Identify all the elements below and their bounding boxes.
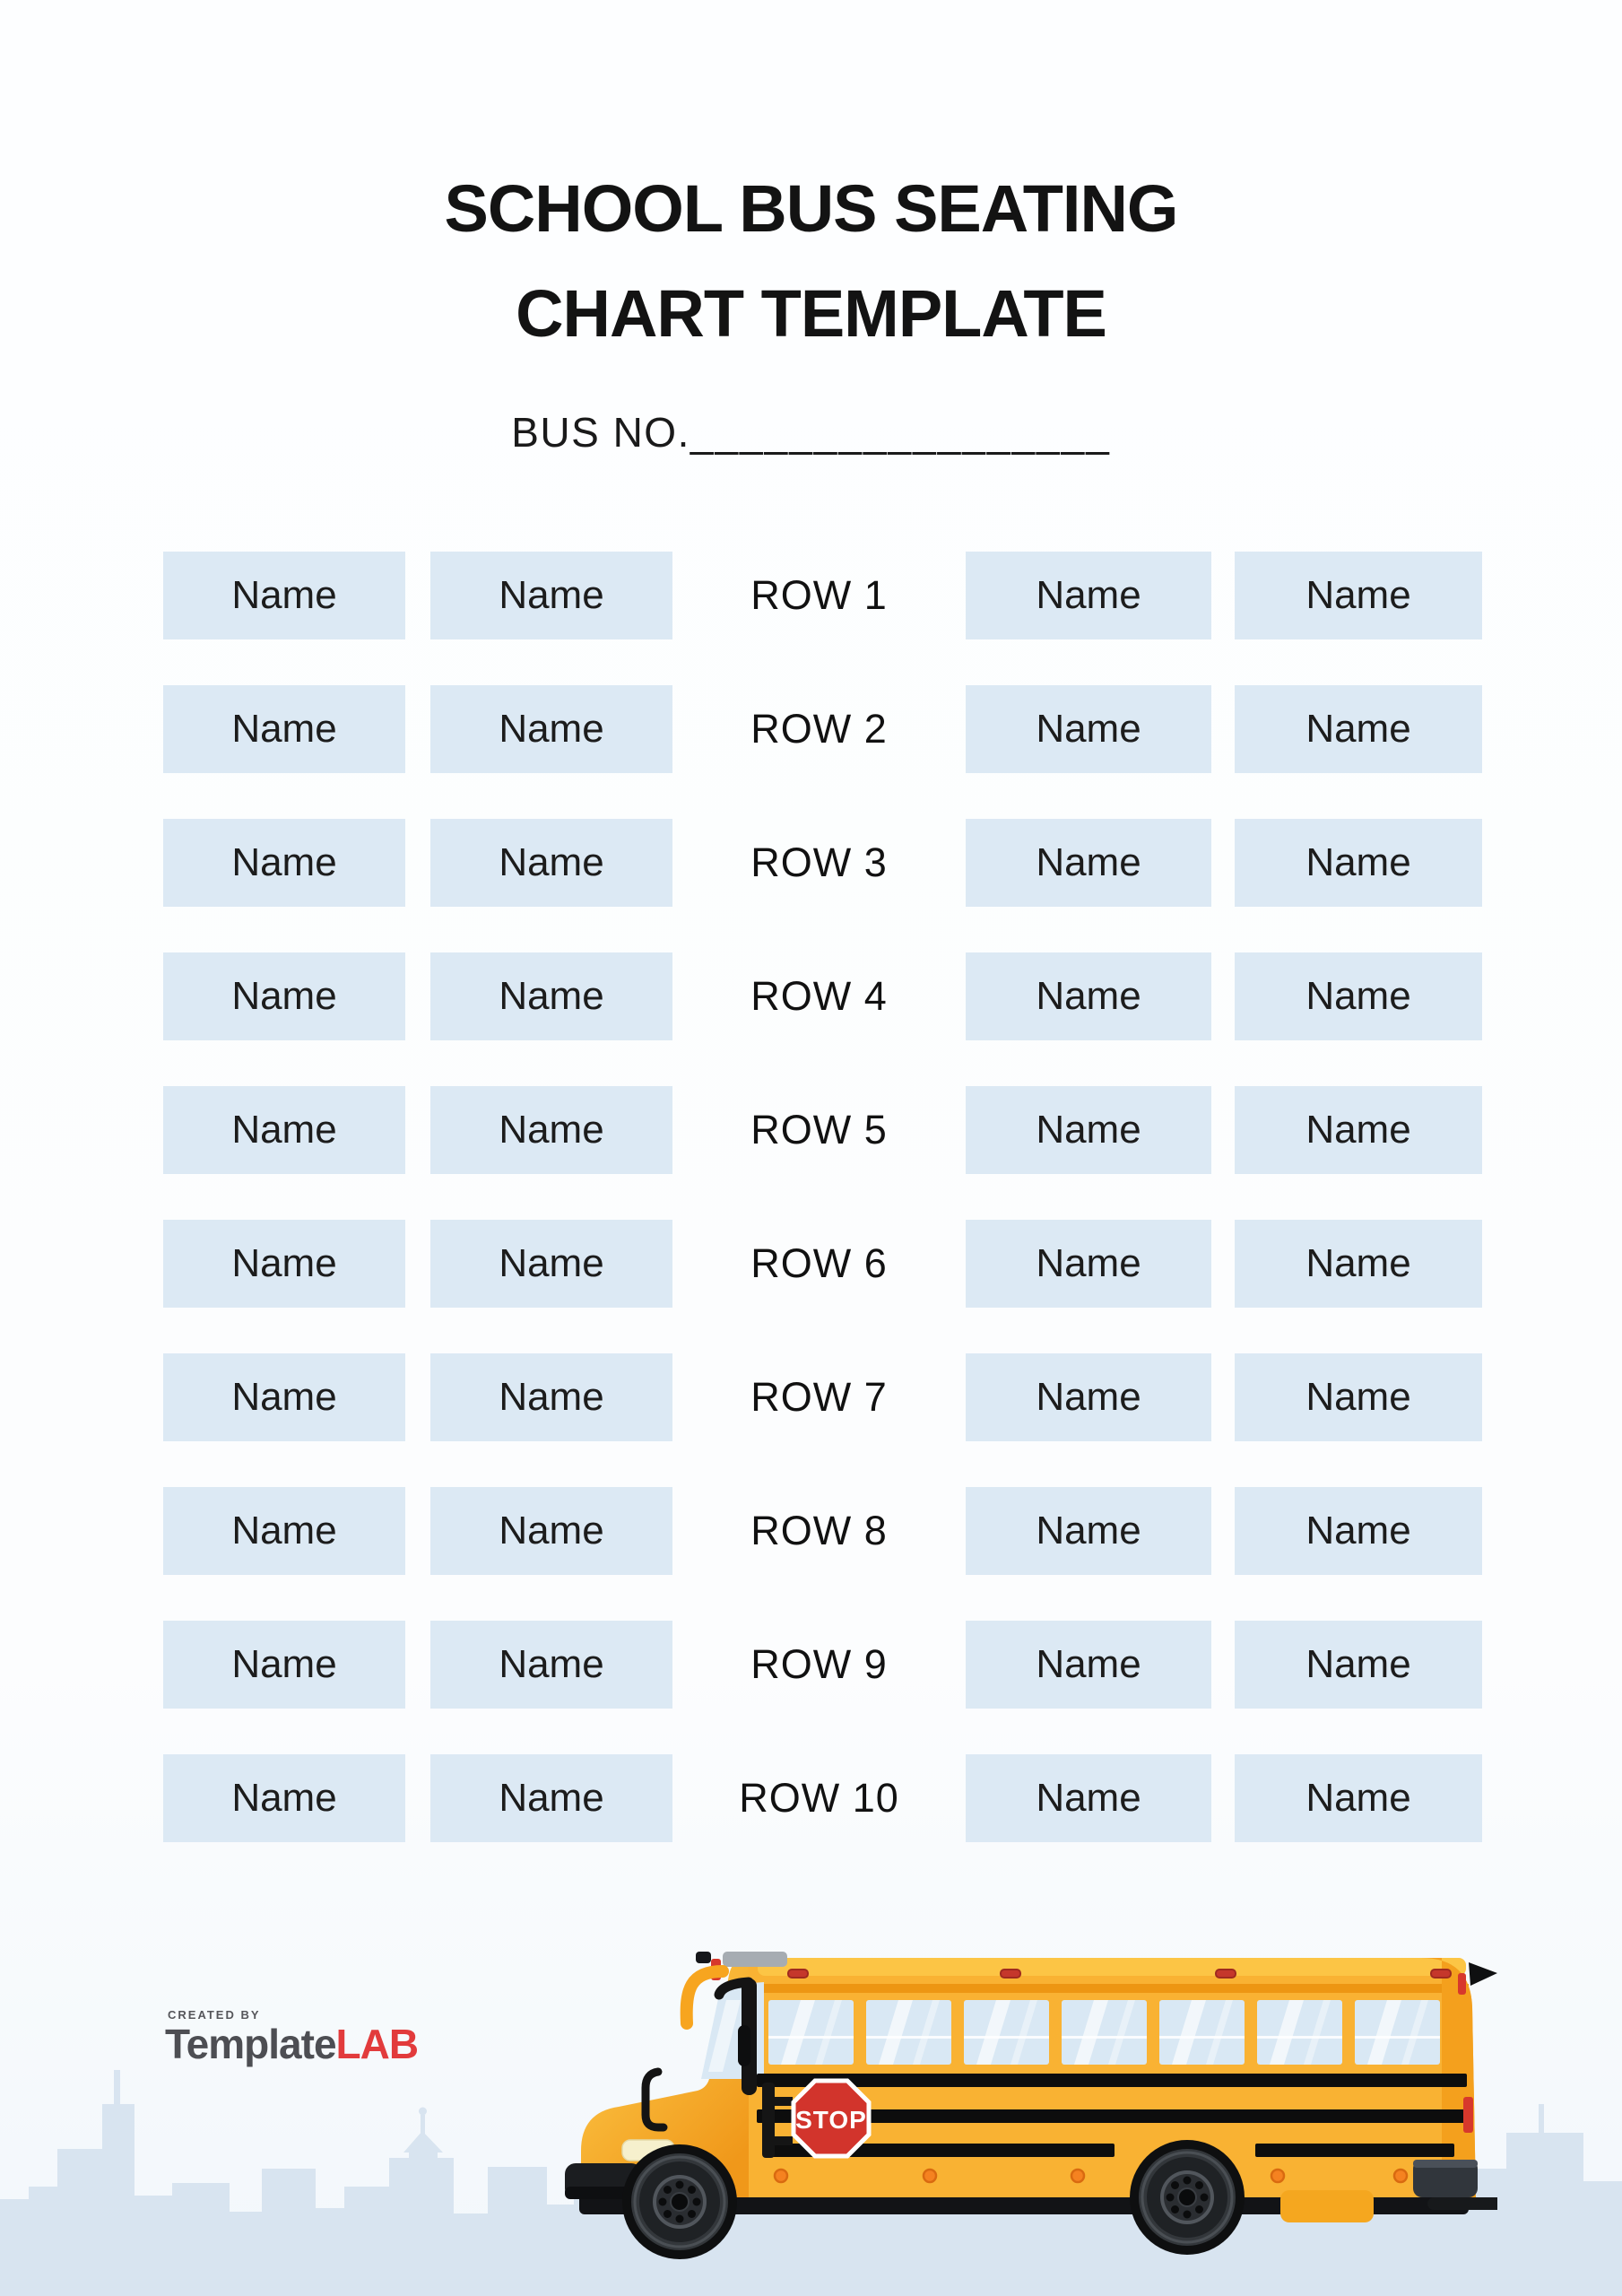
seat-name-cell[interactable]: Name: [966, 1353, 1211, 1441]
seating-row: Name Name ROW 2 Name Name: [163, 685, 1482, 773]
seat-name-cell[interactable]: Name: [163, 1220, 405, 1308]
seating-row: Name Name ROW 5 Name Name: [163, 1086, 1482, 1174]
logo-brand-template: Template: [165, 2021, 337, 2067]
seat-name-cell[interactable]: Name: [1235, 1086, 1482, 1174]
logo-created-by: CREATED BY: [168, 2008, 261, 2022]
seat-name-cell[interactable]: Name: [430, 1754, 672, 1842]
seat-name-cell[interactable]: Name: [163, 1487, 405, 1575]
seat-name-cell[interactable]: Name: [163, 685, 405, 773]
rear-skirt-panel: [1280, 2190, 1374, 2222]
logo-brand: TemplateLAB: [165, 2021, 420, 2067]
seat-name-cell[interactable]: Name: [163, 819, 405, 907]
seating-row: Name Name ROW 1 Name Name: [163, 552, 1482, 639]
crossview-mirror: [738, 2025, 750, 2066]
windshield-frame-hook: [714, 1977, 754, 2000]
row-label: ROW 7: [750, 1374, 888, 1420]
seat-name-cell[interactable]: Name: [1235, 1487, 1482, 1575]
row-label: ROW 3: [750, 839, 888, 885]
seat-name-cell[interactable]: Name: [1235, 1621, 1482, 1709]
windshield-glare: [708, 2000, 741, 2072]
title-line-1: SCHOOL BUS SEATING: [444, 171, 1178, 246]
seating-row: Name Name ROW 3 Name Name: [163, 819, 1482, 907]
row-label: ROW 4: [750, 973, 888, 1019]
seat-name-cell[interactable]: Name: [430, 685, 672, 773]
row-label: ROW 8: [750, 1508, 888, 1553]
bus-roof-highlight: [758, 1958, 1466, 1976]
seat-name-cell[interactable]: Name: [966, 1086, 1211, 1174]
skyline-ground-band: [0, 2242, 1622, 2296]
seat-name-cell[interactable]: Name: [966, 1487, 1211, 1575]
front-wheel: [622, 2144, 737, 2259]
seat-name-cell[interactable]: Name: [430, 952, 672, 1040]
rear-wheel: [1130, 2140, 1245, 2255]
seat-name-cell[interactable]: Name: [163, 1621, 405, 1709]
seat-name-cell[interactable]: Name: [1235, 1220, 1482, 1308]
school-bus-illustration: STOP: [565, 1952, 1497, 2259]
seat-name-cell[interactable]: Name: [966, 552, 1211, 639]
exhaust-pipe: [1427, 2197, 1497, 2210]
antenna-block: [696, 1952, 711, 1963]
rear-bumper-highlight: [1413, 2160, 1478, 2168]
seat-name-cell[interactable]: Name: [163, 952, 405, 1040]
seat-name-cell[interactable]: Name: [163, 1754, 405, 1842]
seat-name-cell[interactable]: Name: [966, 1621, 1211, 1709]
seating-row: Name Name ROW 7 Name Name: [163, 1353, 1482, 1441]
seating-row: Name Name ROW 8 Name Name: [163, 1487, 1482, 1575]
rear-top-light: [1458, 1973, 1466, 1995]
seat-name-cell[interactable]: Name: [163, 552, 405, 639]
seating-row: Name Name ROW 10 Name Name: [163, 1754, 1482, 1842]
seat-name-cell[interactable]: Name: [430, 552, 672, 639]
seat-name-cell[interactable]: Name: [966, 1220, 1211, 1308]
logo-brand-lab: LAB: [335, 2021, 420, 2067]
bus-number-line: BUS NO._________________: [0, 408, 1622, 457]
seat-name-cell[interactable]: Name: [1235, 685, 1482, 773]
rear-tail-light: [1463, 2097, 1473, 2133]
stop-sign-label: STOP: [795, 2106, 867, 2134]
seat-name-cell[interactable]: Name: [430, 1487, 672, 1575]
seat-name-cell[interactable]: Name: [430, 1086, 672, 1174]
seat-name-cell[interactable]: Name: [1235, 1754, 1482, 1842]
seat-name-cell[interactable]: Name: [430, 1353, 672, 1441]
bus-windows: [768, 2000, 1440, 2065]
page-title: SCHOOL BUS SEATING CHART TEMPLATE: [0, 156, 1622, 366]
rear-bumper: [1413, 2160, 1478, 2197]
templatelab-logo: CREATED BY TemplateLAB: [165, 2008, 420, 2067]
seating-grid: Name Name ROW 1 Name Name Name Name ROW …: [163, 552, 1482, 1888]
row-label: ROW 1: [750, 572, 888, 618]
stop-sign: STOP: [762, 2078, 872, 2159]
seating-row: Name Name ROW 9 Name Name: [163, 1621, 1482, 1709]
row-label: ROW 9: [750, 1641, 888, 1687]
roof-cap: [723, 1952, 787, 1967]
seat-name-cell[interactable]: Name: [163, 1086, 405, 1174]
seat-name-cell[interactable]: Name: [430, 1220, 672, 1308]
seat-name-cell[interactable]: Name: [1235, 1353, 1482, 1441]
seat-name-cell[interactable]: Name: [966, 952, 1211, 1040]
roof-marker-lights: [787, 1969, 1452, 1979]
bus-hood: [581, 1958, 749, 2197]
seat-name-cell[interactable]: Name: [966, 1754, 1211, 1842]
bus-number-blank-field[interactable]: _________________: [690, 409, 1111, 456]
seat-name-cell[interactable]: Name: [966, 685, 1211, 773]
seat-name-cell[interactable]: Name: [1235, 552, 1482, 639]
seat-name-cell[interactable]: Name: [966, 819, 1211, 907]
bus-roof-stripe: [751, 1984, 1469, 1993]
row-label: ROW 5: [750, 1107, 888, 1152]
rear-top-fin: [1469, 1962, 1497, 1986]
seating-row: Name Name ROW 4 Name Name: [163, 952, 1482, 1040]
hood-bracket: [641, 2067, 668, 2132]
seat-name-cell[interactable]: Name: [163, 1353, 405, 1441]
bus-number-label: BUS NO.: [511, 409, 690, 456]
row-label: ROW 2: [750, 706, 888, 752]
seat-name-cell[interactable]: Name: [430, 819, 672, 907]
seat-name-cell[interactable]: Name: [1235, 952, 1482, 1040]
seat-name-cell[interactable]: Name: [1235, 819, 1482, 907]
reflector-dots: [773, 2168, 1409, 2184]
row-label: ROW 6: [750, 1240, 888, 1286]
row-label: ROW 10: [739, 1775, 899, 1821]
seat-name-cell[interactable]: Name: [430, 1621, 672, 1709]
mirror-arm: [680, 1965, 729, 2030]
title-line-2: CHART TEMPLATE: [516, 276, 1107, 351]
seating-row: Name Name ROW 6 Name Name: [163, 1220, 1482, 1308]
